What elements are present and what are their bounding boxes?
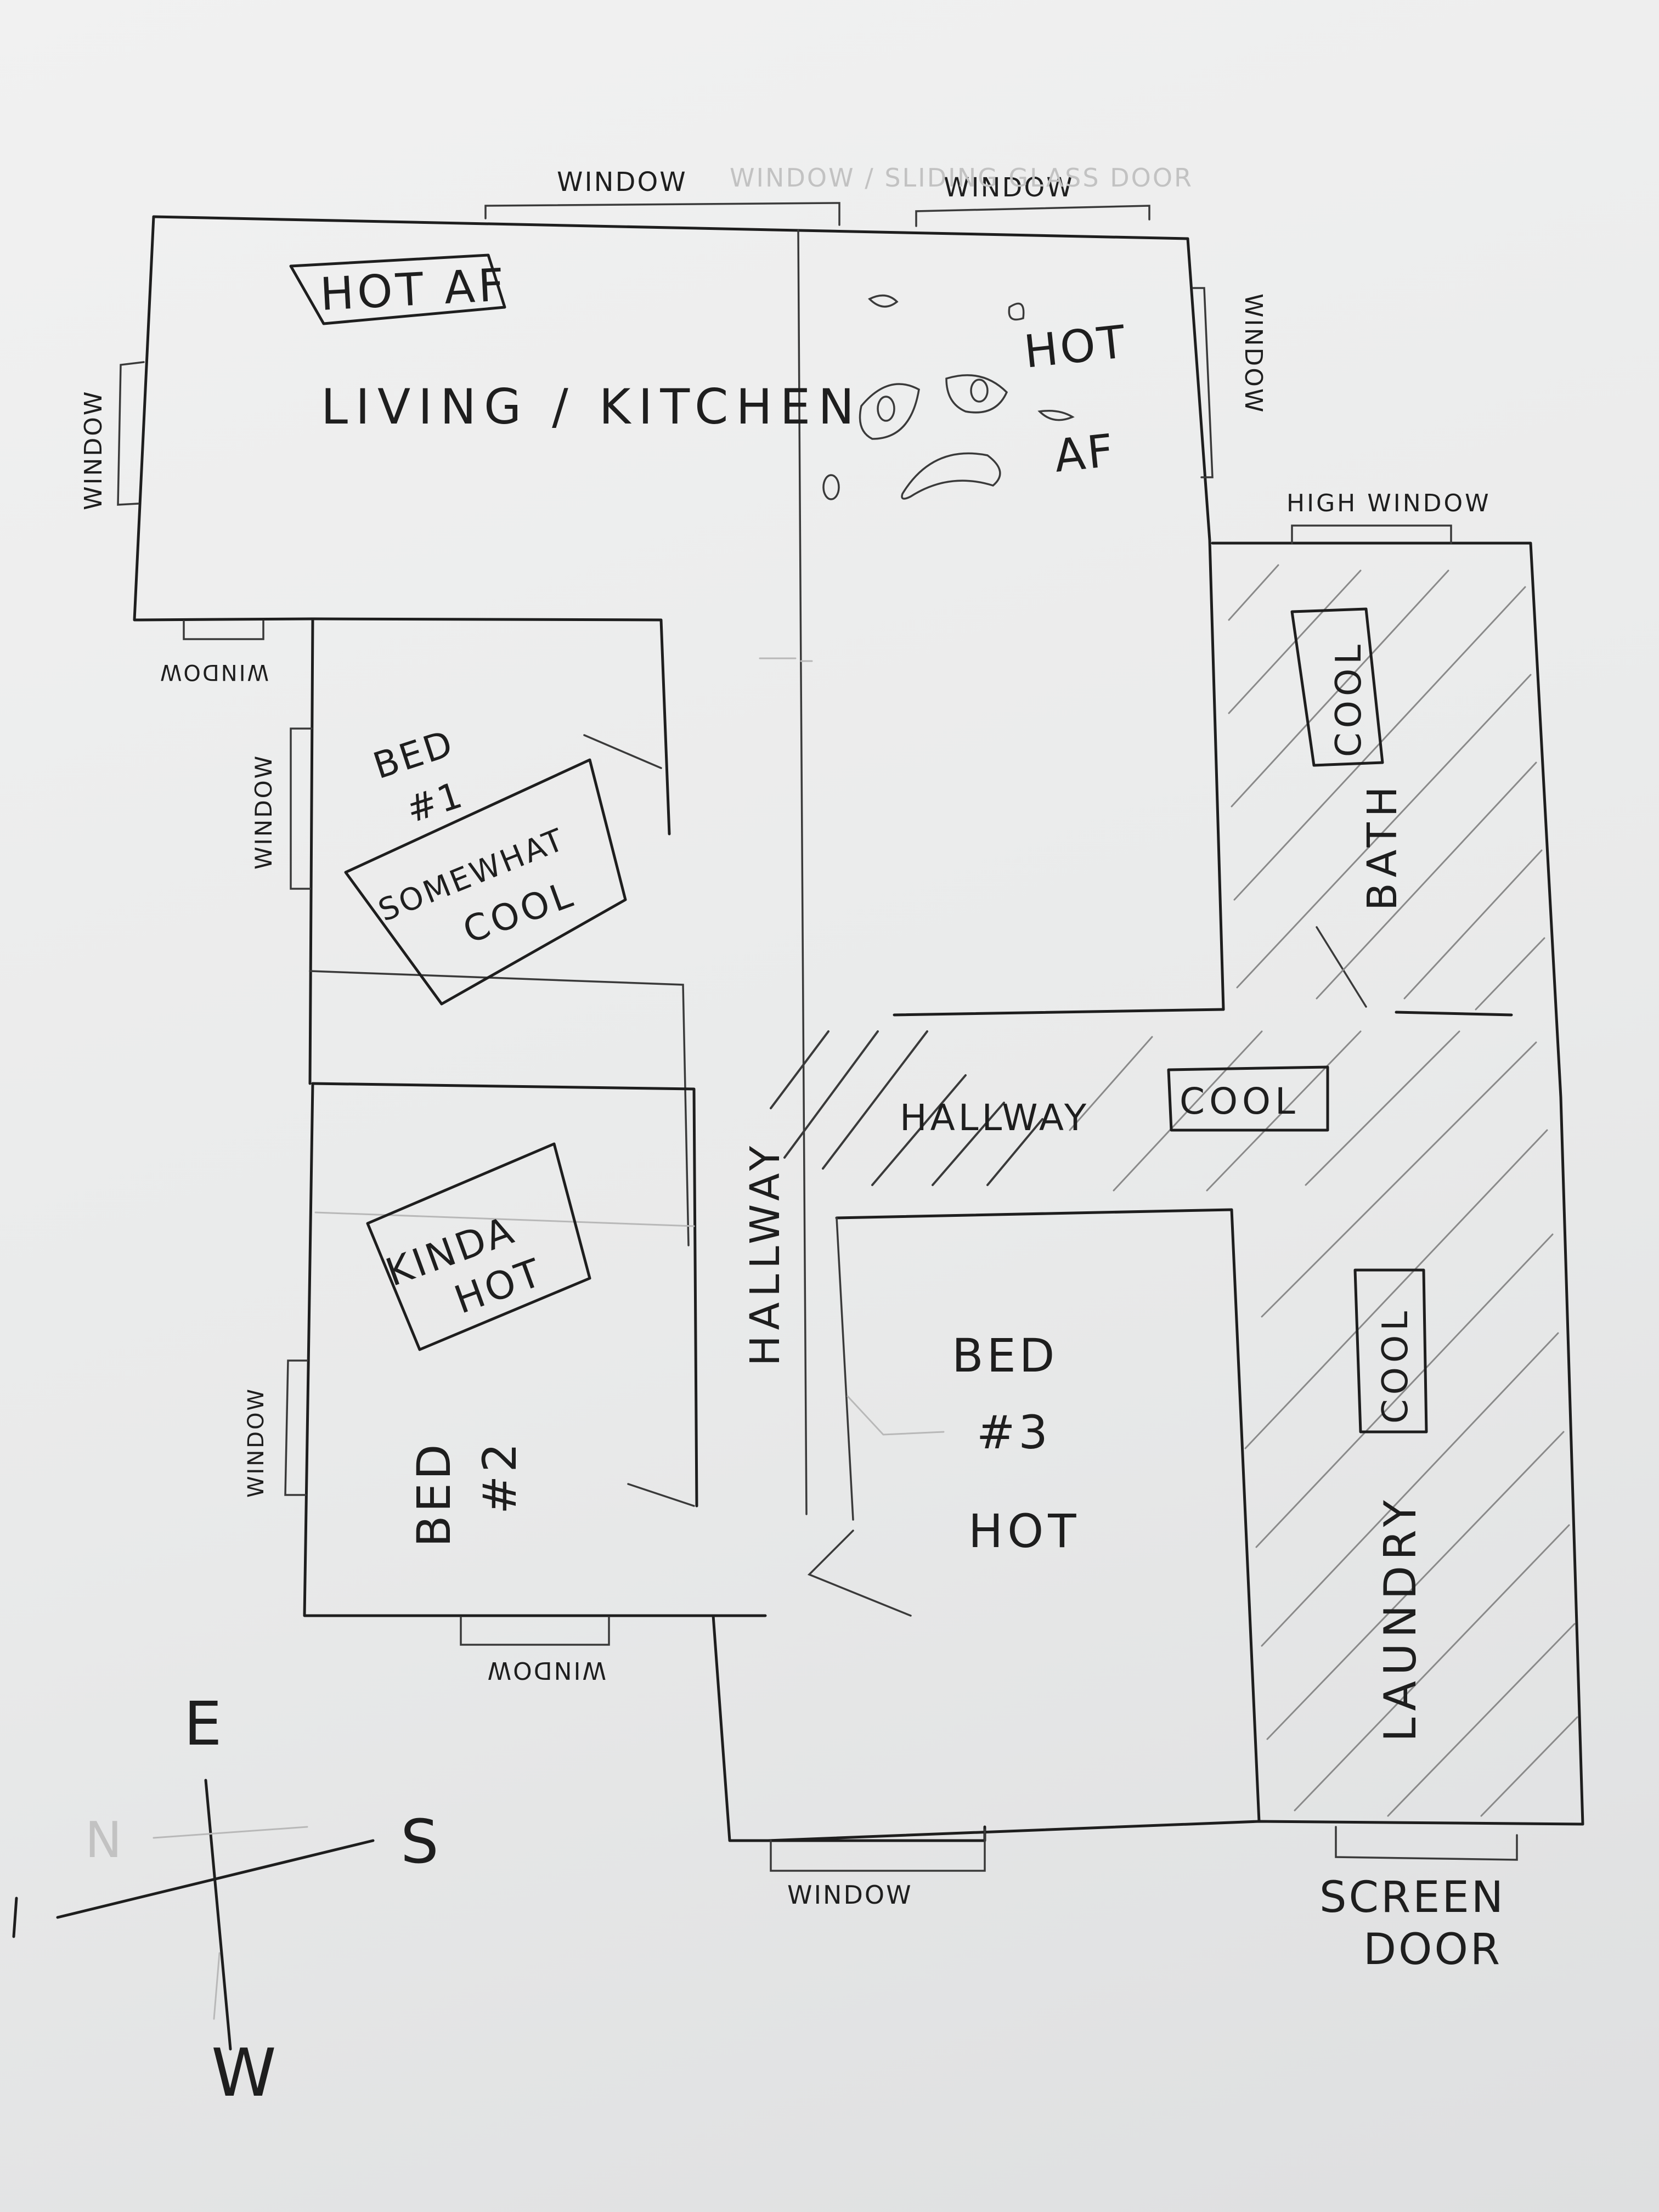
room-laundry: LAUNDRY bbox=[1375, 1495, 1426, 1742]
room-living-kitchen: LIVING / KITCHEN bbox=[321, 379, 862, 435]
right-pupil-icon bbox=[970, 379, 989, 403]
window-frame-bed1 bbox=[290, 727, 313, 890]
hatching-hallway bbox=[770, 1030, 1537, 1318]
faint-line-bed3 bbox=[847, 1395, 945, 1436]
label-door: DOOR bbox=[1363, 1925, 1502, 1974]
wall-living-bottom bbox=[311, 617, 671, 836]
sweat-drop-icon bbox=[822, 474, 840, 500]
label-window-bottom-left: WINDOW bbox=[486, 1656, 606, 1684]
left-eye-icon bbox=[859, 383, 920, 440]
wall-bed3-right bbox=[835, 1208, 1261, 1823]
compass-faint-line bbox=[153, 1826, 308, 1839]
temp-bed3: HOT bbox=[968, 1504, 1081, 1558]
box-hall-cool bbox=[1167, 1065, 1329, 1132]
temp-hallway: COOL bbox=[1180, 1080, 1300, 1122]
temp-living: HOT AF bbox=[319, 259, 509, 321]
room-bed3-label: BED bbox=[952, 1329, 1058, 1383]
temp-bath: COOL bbox=[1329, 640, 1369, 757]
faint-line-bed2 bbox=[314, 1211, 695, 1227]
box-hot-af bbox=[289, 253, 506, 325]
wall-hall-top bbox=[893, 1008, 1225, 1017]
sweat-drop-icon bbox=[868, 294, 899, 308]
screen-door-frame bbox=[1335, 1826, 1518, 1861]
wall-bath-right bbox=[1211, 541, 1584, 1826]
room-bath: BATH bbox=[1359, 781, 1406, 911]
temp-laundry: COOL bbox=[1375, 1307, 1416, 1424]
compass-ew-axis bbox=[204, 1779, 232, 2051]
door-bed3 bbox=[807, 1530, 912, 1617]
window-frame-left bbox=[117, 361, 145, 506]
box-somewhat-cool bbox=[344, 758, 627, 1006]
sweat-drop-icon bbox=[1008, 302, 1025, 321]
compass-east: E bbox=[184, 1689, 222, 1759]
label-window-top-left: WINDOW bbox=[557, 167, 687, 198]
compass-faint-line bbox=[213, 1952, 221, 2020]
wall-lower-left bbox=[712, 1614, 986, 1842]
window-frame-high bbox=[1291, 524, 1452, 544]
wall-bath-bottom-right bbox=[1395, 1011, 1513, 1017]
label-window-bed1: WINDOW bbox=[250, 754, 277, 870]
window-frame-top-right bbox=[915, 205, 1150, 227]
window-frame-bed2 bbox=[284, 1359, 308, 1496]
wall-kitchen-divider bbox=[797, 229, 808, 1515]
window-frame-kitchen-right bbox=[1192, 287, 1214, 478]
left-pupil-icon bbox=[877, 396, 895, 422]
box-bath-cool bbox=[1290, 607, 1384, 767]
right-eye-icon bbox=[945, 374, 1008, 414]
compass-n-remnant bbox=[12, 1897, 18, 1938]
compass-west: W bbox=[211, 2035, 276, 2112]
wall-living-top bbox=[152, 215, 1211, 542]
faint-tick bbox=[759, 657, 813, 662]
label-high-window: HIGH WINDOW bbox=[1286, 489, 1491, 517]
room-bed2-number: #2 bbox=[473, 1440, 527, 1514]
room-bed2-label: BED bbox=[407, 1441, 461, 1547]
label-window-bottom-mid: WINDOW bbox=[787, 1880, 913, 1910]
hatching-laundry bbox=[1244, 1129, 1578, 1817]
window-frame-bottom-left bbox=[460, 1616, 610, 1646]
room-bed1-number: #1 bbox=[401, 773, 469, 831]
wall-kitchen-right bbox=[1208, 539, 1225, 1011]
window-frame-under-living bbox=[183, 620, 264, 640]
sweat-doodle bbox=[822, 294, 1075, 500]
door-bed2 bbox=[627, 1483, 695, 1507]
label-boxes bbox=[289, 253, 1428, 1434]
label-window-under-living: WINDOW bbox=[159, 659, 269, 685]
wall-bed1-bottom bbox=[309, 970, 690, 1246]
room-hallway-horizontal: HALLWAY bbox=[900, 1097, 1090, 1139]
wall-living-left bbox=[133, 215, 314, 622]
box-laundry-cool bbox=[1353, 1268, 1428, 1434]
text-labels: WINDOW WINDOW WINDOW / SLIDING GLASS DOO… bbox=[80, 163, 1505, 2112]
wall-bottom bbox=[766, 1820, 1584, 1842]
label-window-left: WINDOW bbox=[80, 390, 108, 510]
window-frame-bottom-mid bbox=[770, 1829, 986, 1872]
room-hallway-vertical: HALLWAY bbox=[742, 1141, 789, 1366]
temp-kitchen-2: AF bbox=[1052, 425, 1118, 483]
compass-rose bbox=[12, 1779, 375, 2051]
door-bed1 bbox=[583, 734, 662, 769]
window-frame-top-left bbox=[484, 202, 840, 226]
walls bbox=[133, 215, 1584, 1842]
room-bed3-number: #3 bbox=[977, 1406, 1051, 1459]
label-window-kitchen-right: WINDOW bbox=[1239, 294, 1267, 414]
label-window-bed2: WINDOW bbox=[244, 1387, 269, 1498]
frown-mouth-icon bbox=[901, 452, 1001, 500]
sweat-drop-icon bbox=[1037, 410, 1075, 421]
label-window-top-right: WINDOW bbox=[944, 172, 1074, 203]
temp-kitchen-1: HOT bbox=[1022, 316, 1130, 379]
wall-bed1-left bbox=[308, 617, 314, 1085]
wall-bed3-left bbox=[836, 1217, 854, 1521]
compass-south: S bbox=[400, 1807, 439, 1877]
faint-top-note: WINDOW / SLIDING GLASS DOOR bbox=[730, 163, 1193, 193]
window-frames bbox=[117, 202, 1518, 1872]
box-kinda-hot bbox=[366, 1142, 591, 1351]
compass-north-faint: N bbox=[85, 1812, 122, 1869]
label-screen: SCREEN bbox=[1319, 1873, 1505, 1922]
door-bath bbox=[1316, 926, 1367, 1008]
wall-bed2-top bbox=[311, 1082, 698, 1508]
wall-bed2-left-bottom bbox=[303, 1082, 767, 1617]
